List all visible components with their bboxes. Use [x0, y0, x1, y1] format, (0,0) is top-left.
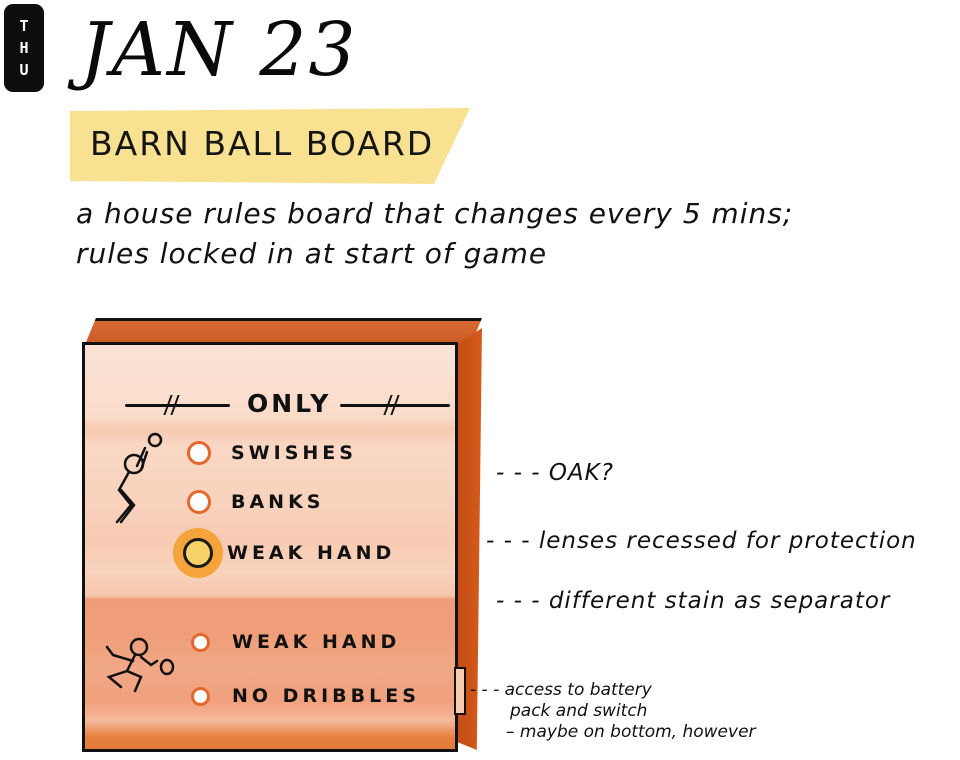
title-highlight — [70, 108, 470, 184]
day-letter: H — [19, 39, 29, 57]
battery-access-door — [454, 667, 466, 715]
rule-label: WEAK HAND — [232, 631, 401, 653]
annotation-lenses: - - - lenses recessed for protection — [486, 528, 917, 554]
board-heading-text: ONLY — [247, 389, 332, 418]
rule-label: NO DRIBBLES — [232, 685, 420, 707]
description: a house rules board that changes every 5… — [76, 194, 793, 274]
lens-indicator — [191, 686, 210, 706]
rule-swishes: SWISHES — [187, 441, 357, 465]
day-badge: T H U — [4, 4, 44, 92]
rule-label: SWISHES — [231, 442, 357, 464]
description-line: a house rules board that changes every 5… — [76, 197, 794, 230]
date-title: JAN 23 — [80, 7, 358, 93]
divider-line — [125, 404, 230, 407]
rule-weak-hand-lit: WEAK HAND — [183, 538, 395, 568]
rule-no-dribbles: NO DRIBBLES — [191, 685, 420, 707]
annotation-battery-line: – maybe on bottom, however — [506, 722, 756, 742]
annotation-oak: - - - OAK? — [496, 460, 614, 486]
lens-indicator — [187, 490, 211, 514]
board-heading: ONLY — [125, 389, 455, 419]
lens-indicator — [187, 441, 211, 465]
rule-banks: BANKS — [187, 490, 325, 514]
annotation-battery: - - - access to battery pack and switch … — [470, 680, 756, 743]
annotation-battery-line: pack and switch — [510, 701, 648, 721]
rule-label: BANKS — [231, 491, 325, 513]
description-line: rules locked in at start of game — [76, 237, 548, 270]
board-face: ONLY SWISHES BANKS WEAK HAND — [82, 342, 458, 752]
rules-board: ONLY SWISHES BANKS WEAK HAND — [70, 318, 490, 758]
day-letter: U — [19, 61, 29, 79]
page-title: BARN BALL BOARD — [90, 124, 435, 163]
annotation-battery-line: - - - access to battery — [470, 680, 652, 700]
rule-weak-hand: WEAK HAND — [191, 631, 400, 653]
running-figure-icon — [105, 637, 175, 693]
day-letter: T — [19, 17, 29, 35]
lens-indicator — [191, 632, 210, 652]
rule-label: WEAK HAND — [227, 542, 396, 564]
jump-shot-figure-icon — [115, 432, 163, 524]
annotation-stain: - - - different stain as separator — [496, 588, 891, 614]
lens-indicator-lit — [183, 538, 213, 568]
